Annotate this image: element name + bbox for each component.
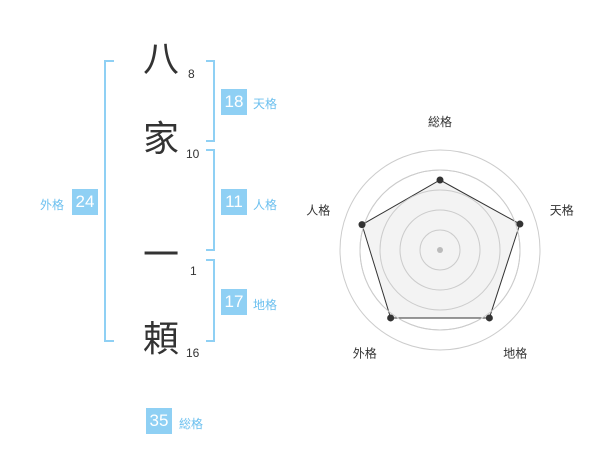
chikaku-label: 地格 xyxy=(253,298,278,312)
jinkaku-bracket xyxy=(206,149,215,251)
name-char-2: 家 xyxy=(142,119,179,160)
jinkaku-value: 11 xyxy=(221,189,247,215)
radar-axis-label-2: 天格 xyxy=(550,202,574,217)
radar-point-3 xyxy=(485,314,493,322)
gaikaku-bracket xyxy=(104,60,114,342)
tenkaku-label: 天格 xyxy=(253,97,278,111)
radar-center-dot xyxy=(437,247,443,253)
soukaku-value: 35 xyxy=(146,408,172,434)
radar-inner-ring-4 xyxy=(359,169,521,331)
jinkaku-label: 人格 xyxy=(253,198,278,212)
radar-inner-ring-2 xyxy=(399,209,481,291)
chikaku-bracket xyxy=(206,259,215,342)
radar-point-5 xyxy=(358,221,366,229)
stroke-count-1: 8 xyxy=(188,67,195,81)
gaikaku-label: 外格 xyxy=(40,198,65,212)
radar-axis-label-1: 総格 xyxy=(428,114,452,129)
soukaku-label: 総格 xyxy=(179,417,204,431)
name-char-1: 八 xyxy=(142,39,179,80)
stroke-count-4: 16 xyxy=(186,346,200,360)
radar-point-2 xyxy=(516,220,524,228)
radar-inner-ring-1 xyxy=(419,229,461,271)
gaikaku-value: 24 xyxy=(72,189,98,215)
radar-axis-label-3: 地格 xyxy=(503,346,527,361)
stroke-count-3: 1 xyxy=(190,264,197,278)
radar-inner-ring-3 xyxy=(379,189,501,311)
radar-axis-label-5: 人格 xyxy=(306,202,330,217)
radar-ring-5 xyxy=(339,149,541,351)
radar-axis-label-4: 外格 xyxy=(353,346,377,361)
stroke-count-2: 10 xyxy=(186,147,200,161)
name-char-3: 一 xyxy=(142,235,179,276)
name-char-4: 頼 xyxy=(142,319,179,360)
tenkaku-value: 18 xyxy=(221,89,247,115)
tenkaku-bracket xyxy=(206,60,215,142)
radar-point-1 xyxy=(436,176,444,184)
chikaku-value: 17 xyxy=(221,289,247,315)
radar-point-4 xyxy=(387,314,395,322)
